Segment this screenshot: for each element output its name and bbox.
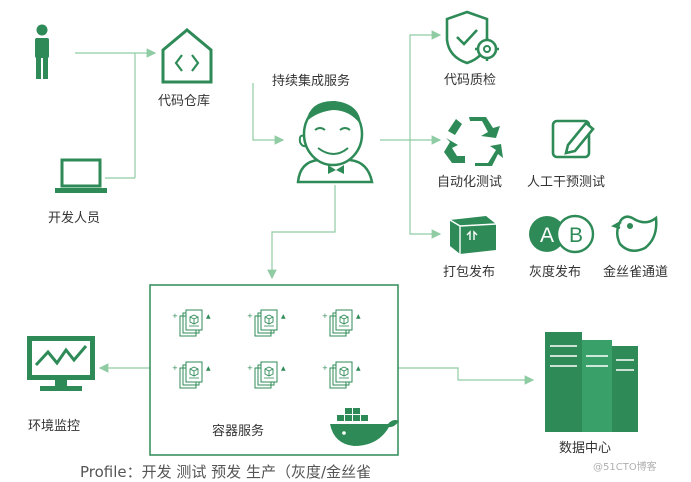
repo-label: 代码仓库 [158, 94, 211, 109]
monitor-icon [27, 336, 95, 391]
canary-label: 金丝雀通道 [603, 265, 669, 280]
quality-label: 代码质检 [444, 73, 497, 88]
container-icon [171, 309, 212, 337]
person-icon [35, 24, 49, 79]
profile-caption: Profile：开发 测试 预发 生产（灰度/金丝雀 [80, 463, 372, 481]
shield-gear-icon [445, 10, 499, 65]
manual-test-label: 人工干预测试 [527, 175, 606, 190]
edit-icon [551, 119, 595, 159]
badge-a-letter: A [540, 224, 554, 247]
auto-test-label: 自动化测试 [437, 175, 503, 190]
container-icon [246, 309, 287, 337]
container-icons [171, 309, 362, 389]
ab-badge-icon: A B [529, 214, 595, 254]
recycle-icon [444, 117, 503, 166]
server-rack-icon [545, 332, 638, 432]
package-box-icon [449, 216, 497, 254]
badge-b-letter: B [569, 224, 583, 247]
container-icon [321, 309, 362, 337]
data-center-label: 数据中心 [559, 441, 612, 456]
env-monitor-label: 环境监控 [28, 419, 81, 434]
docker-whale-icon [330, 408, 399, 446]
gray-release-label: 灰度发布 [529, 265, 582, 280]
developer-label: 开发人员 [48, 211, 101, 226]
canary-bird-icon [610, 215, 658, 252]
jenkins-icon [296, 100, 374, 184]
package-label: 打包发布 [443, 265, 496, 280]
code-repo-icon [161, 28, 213, 84]
ci-label: 持续集成服务 [272, 74, 351, 89]
container-service-label: 容器服务 [212, 424, 265, 439]
container-icon [246, 361, 287, 389]
container-service-box [149, 284, 399, 456]
watermark: @51CTO博客 [593, 462, 657, 473]
connector-lines [75, 30, 535, 385]
container-icon [321, 361, 362, 389]
laptop-icon [55, 158, 107, 193]
container-icon [171, 361, 212, 389]
